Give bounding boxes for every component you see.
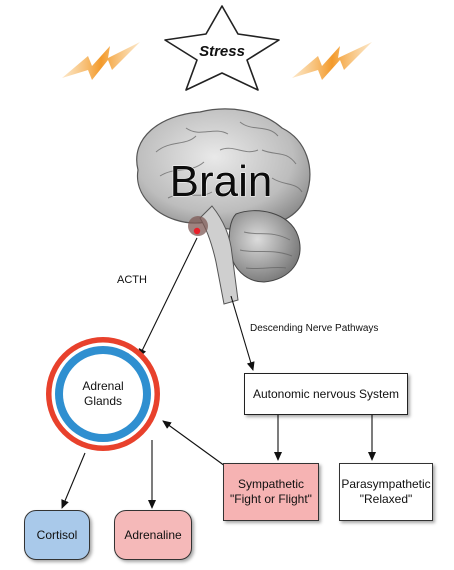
adrenaline-box: Adrenaline xyxy=(114,510,192,560)
arrow-adrenal-cortisol xyxy=(62,453,85,508)
descending-pathways-label: Descending Nerve Pathways xyxy=(250,323,378,334)
cortisol-label: Cortisol xyxy=(37,528,78,543)
arrow-acth xyxy=(139,238,197,357)
sympathetic-line2: "Fight or Flight" xyxy=(230,492,312,507)
stress-star: Stress xyxy=(165,6,279,90)
autonomic-label: Autonomic nervous System xyxy=(253,387,399,402)
brain-title: Brain xyxy=(170,157,273,206)
brain-illustration: Brain xyxy=(137,109,310,304)
lightning-right-icon xyxy=(292,42,372,80)
parasympathetic-line2: "Relaxed" xyxy=(360,492,413,507)
cortisol-box: Cortisol xyxy=(24,510,90,560)
parasympathetic-box: Parasympathetic "Relaxed" xyxy=(339,463,433,521)
stress-label: Stress xyxy=(199,43,245,60)
adrenaline-label: Adrenaline xyxy=(124,528,181,543)
lightning-left-icon xyxy=(62,42,140,80)
adrenal-glands-label: Adrenal Glands xyxy=(63,372,143,416)
sympathetic-box: Sympathetic "Fight or Flight" xyxy=(223,463,319,521)
sympathetic-line1: Sympathetic xyxy=(238,477,304,492)
autonomic-nervous-system-box: Autonomic nervous System xyxy=(244,373,408,415)
adrenal-line2: Glands xyxy=(84,394,122,409)
acth-label: ACTH xyxy=(117,274,147,286)
parasympathetic-line1: Parasympathetic xyxy=(341,477,430,492)
pituitary-marker xyxy=(194,228,200,234)
adrenal-line1: Adrenal xyxy=(82,379,123,394)
arrow-sympathetic-adrenal xyxy=(163,421,225,466)
